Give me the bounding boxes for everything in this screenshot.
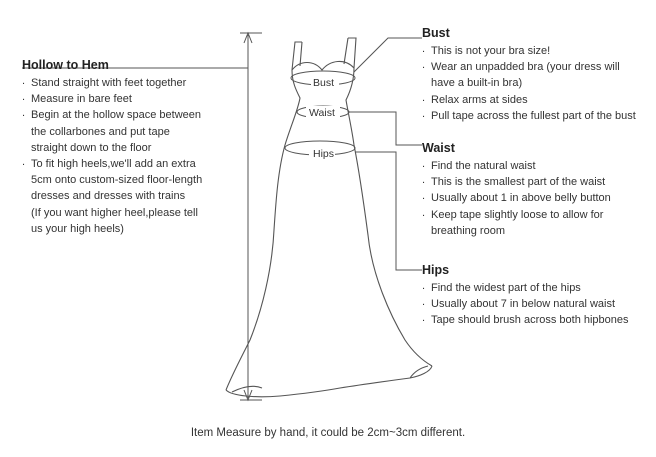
list-item: straight down to the floor [31, 141, 152, 154]
waist-list: Find the natural waist This is the small… [422, 156, 654, 239]
hips-panel: Hips Find the widest part of the hips Us… [422, 262, 654, 329]
waist-label-bg [306, 106, 340, 119]
list-item: have a built-in bra) [431, 77, 523, 90]
list-item: Stand straight with feet together [22, 73, 237, 91]
list-item: Tape should brush across both hipbones [422, 310, 654, 328]
bust-list: This is not your bra size! Wear an unpad… [422, 41, 654, 124]
list-item: 5cm onto custom-sized floor-length [31, 174, 203, 187]
list-item: Keep tape slightly loose to allow for [422, 205, 654, 223]
list-item: Relax arms at sides [422, 90, 654, 108]
hips-label: Hips [313, 148, 334, 160]
hips-title: Hips [422, 263, 450, 277]
hollow-to-hem-title: Hollow to Hem [22, 58, 109, 72]
list-item: the collarbones and put tape [31, 125, 170, 138]
list-item: This is the smallest part of the waist [422, 172, 654, 190]
list-item: This is not your bra size! [422, 41, 654, 59]
waist-title: Waist [422, 141, 455, 155]
list-item: (If you want higher heel,please tell [31, 206, 198, 219]
list-item: Measure in bare feet [22, 89, 237, 107]
bust-label-bg [311, 76, 339, 89]
leader-lines [349, 37, 422, 271]
hollow-to-hem-panel: Hollow to Hem Stand straight with feet t… [22, 57, 237, 237]
list-item: To fit high heels,we'll add an extra [22, 154, 237, 172]
dress-outline [225, 37, 433, 398]
list-item: Find the natural waist [422, 156, 654, 174]
hollow-to-hem-arrow [22, 31, 262, 402]
list-item: us your high heels) [31, 222, 124, 235]
list-item: breathing room [431, 224, 505, 237]
list-item: Usually about 1 in above belly button [422, 188, 654, 206]
hollow-to-hem-list: Stand straight with feet together Measur… [22, 73, 237, 237]
waist-label: Waist [309, 107, 335, 119]
list-item: Usually about 7 in below natural waist [422, 294, 654, 312]
list-item: Begin at the hollow space between [22, 105, 237, 123]
list-item: dresses and dresses with trains [31, 190, 186, 203]
bust-title: Bust [422, 26, 450, 40]
hips-list: Find the widest part of the hips Usually… [422, 278, 654, 329]
list-item: Pull tape across the fullest part of the… [422, 106, 654, 124]
footer-note: Item Measure by hand, it could be 2cm~3c… [190, 427, 466, 439]
bust-panel: Bust This is not your bra size! Wear an … [422, 25, 654, 124]
hips-label-bg [309, 147, 335, 160]
bust-label: Bust [313, 77, 334, 89]
list-item: Wear an unpadded bra (your dress will [422, 57, 654, 75]
list-item: Find the widest part of the hips [422, 278, 654, 296]
waist-panel: Waist Find the natural waist This is the… [422, 140, 654, 239]
